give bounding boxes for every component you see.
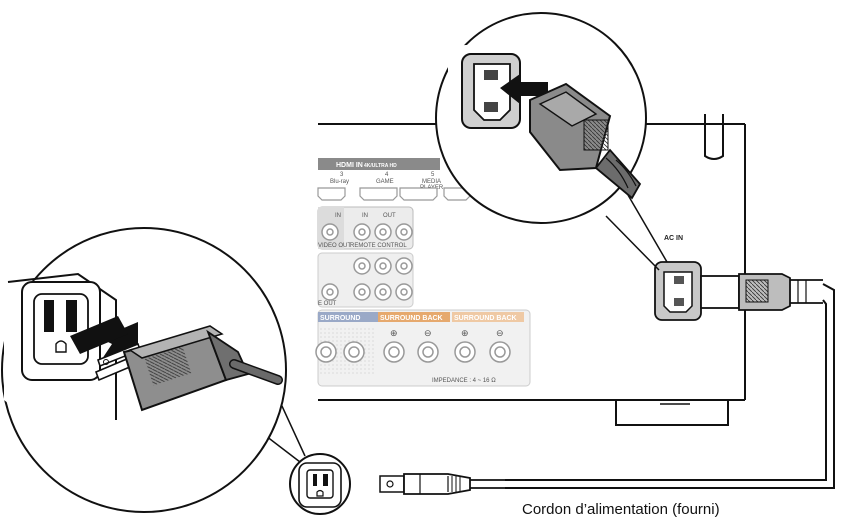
remote-in-label-2: IN (362, 213, 368, 219)
port-4-label: GAME (376, 179, 394, 185)
remote-control-label: REMOTE CONTROL (350, 243, 407, 249)
port-4-num: 4 (385, 172, 389, 178)
svg-text:⊕: ⊕ (390, 328, 398, 338)
ac-inlet-zoom-callout (435, 12, 647, 224)
port-3-label: Blu-ray (330, 179, 349, 185)
power-cord (505, 283, 835, 489)
video-out-label: VIDEO OUT (318, 243, 351, 249)
magnifier-lines-right (605, 194, 668, 271)
surround-back-label-2: SURROUND BACK (454, 315, 517, 322)
port-5-num: 5 (431, 172, 435, 178)
port-5-label: MEDIA (422, 179, 441, 185)
hdmi-port-5 (399, 187, 438, 201)
remote-out-label: OUT (383, 213, 396, 219)
insert-arrow-right (500, 74, 548, 104)
hdmi-sub-label: 4K/ULTRA HD (364, 163, 397, 169)
remote-in-label: IN (335, 213, 341, 219)
hdmi-in-label: HDMI IN (336, 162, 363, 169)
insert-arrow-left (100, 322, 138, 362)
outlet-zoom-callout (1, 227, 287, 513)
surround-back-label: SURROUND BACK (380, 315, 443, 322)
port-3-num: 3 (340, 172, 344, 178)
wall-outlet-small (289, 453, 351, 515)
power-cord-caption: Cordon d’alimentation (fourni) (522, 501, 720, 518)
impedance-label: IMPEDANCE : 4 ~ 16 Ω (432, 378, 496, 384)
surround-label: SURROUND (320, 315, 360, 322)
plug-on-cord (379, 473, 505, 495)
hdmi-port-4 (359, 187, 398, 201)
pre-out-label: E OUT (318, 301, 337, 307)
ac-in-label: AC IN (664, 235, 683, 242)
ac-in-inlet: AC IN (654, 235, 702, 321)
svg-text:⊕: ⊕ (461, 328, 469, 338)
svg-text:⊖: ⊖ (496, 328, 504, 338)
iec-connector-inserted (700, 273, 823, 311)
panel-jacks-area: HDMI IN 4K/ULTRA HD 3 Blu-ray 4 GAME 5 M… (315, 158, 531, 387)
svg-text:⊖: ⊖ (424, 328, 432, 338)
hdmi-port-3 (317, 187, 346, 201)
